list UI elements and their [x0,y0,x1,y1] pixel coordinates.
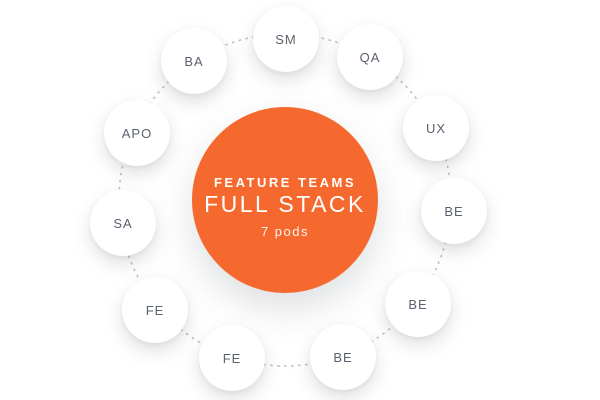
ring-node-be-5: BE [310,324,376,390]
ring-node-label: BE [408,296,428,312]
ring-node-label: UX [425,120,447,136]
ring-node-ux-2: UX [403,95,469,161]
ring-node-be-4: BE [385,271,451,337]
ring-node-label: SA [113,215,133,231]
ring-node-apo-9: APO [104,100,170,166]
ring-node-label: FE [222,350,242,366]
center-eyebrow-label: FEATURE TEAMS [213,174,357,190]
ring-node-fe-7: FE [122,277,188,343]
center-hub-text: FEATURE TEAMS FULL STACK 7 pods [204,175,366,240]
ring-node-label: SM [275,31,297,47]
ring-node-label: APO [121,125,153,141]
ring-node-fe-6: FE [199,325,265,391]
ring-node-label: QA [359,49,381,65]
ring-node-sa-8: SA [90,190,156,256]
center-caption-label: 7 pods [260,223,310,239]
ring-node-label: BE [444,203,464,219]
center-hub: FEATURE TEAMS FULL STACK 7 pods [192,107,378,293]
ring-node-qa-1: QA [337,24,403,90]
center-title-label: FULL STACK [204,190,366,217]
ring-node-label: BE [333,349,353,365]
ring-node-label: BA [184,53,204,69]
ring-node-be-3: BE [421,178,487,244]
ring-node-label: FE [145,302,165,318]
ring-node-ba-10: BA [161,28,227,94]
ring-node-sm-0: SM [253,6,319,72]
